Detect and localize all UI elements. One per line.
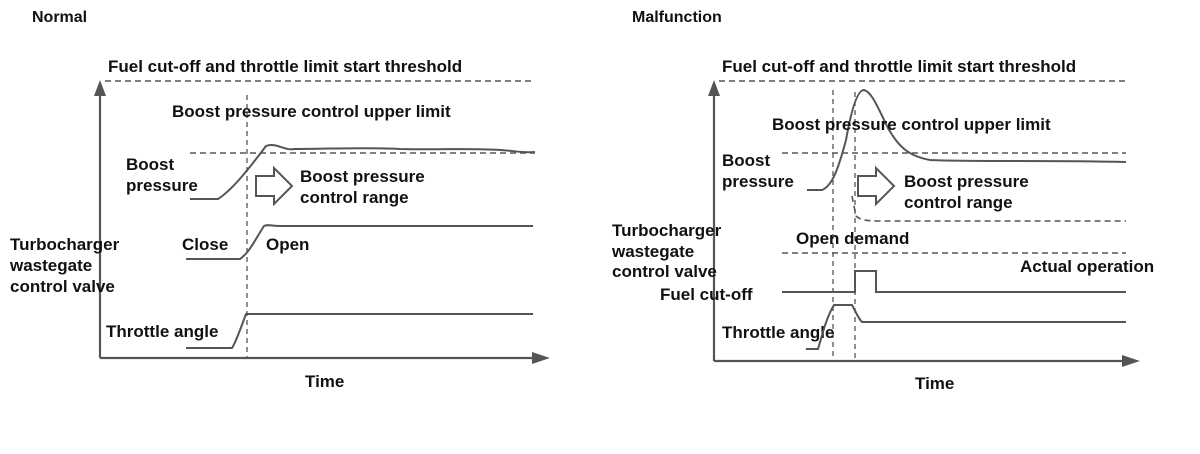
malfunction-threshold-label: Fuel cut-off and throttle limit start th… <box>722 57 1076 76</box>
normal-boost-label-2: pressure <box>126 176 198 195</box>
malfunction-range-lower-line <box>851 195 1126 222</box>
normal-range-label-1: Boost pressure <box>300 167 425 186</box>
malfunction-x-arrow <box>1122 355 1140 367</box>
normal-throttle-label: Throttle angle <box>106 322 218 341</box>
malfunction-valve-label-1: Turbocharger <box>612 221 722 240</box>
normal-valve-curve <box>186 224 533 260</box>
normal-panel: Normal Fuel cut-off and throttle limit s… <box>9 9 550 391</box>
normal-upper-limit-label: Boost pressure control upper limit <box>172 102 451 121</box>
malfunction-boost-label-1: Boost <box>722 151 771 170</box>
malfunction-fuel-cut-curve <box>782 270 1126 293</box>
malfunction-boost-label-2: pressure <box>722 172 794 191</box>
malfunction-boost-curve <box>807 88 1127 191</box>
malfunction-throttle-curve <box>806 304 1126 350</box>
normal-range-label-2: control range <box>300 188 409 207</box>
normal-valve-label-1: Turbocharger <box>10 235 120 254</box>
malfunction-range-label-2: control range <box>904 193 1013 212</box>
malfunction-actual-label: Actual operation <box>1020 257 1154 276</box>
normal-throttle-curve <box>186 313 533 349</box>
normal-boost-curve <box>190 144 536 200</box>
malfunction-upper-limit-label: Boost pressure control upper limit <box>772 115 1051 134</box>
normal-time-label: Time <box>305 372 344 391</box>
normal-threshold-label: Fuel cut-off and throttle limit start th… <box>108 57 462 76</box>
malfunction-valve-label-3: control valve <box>612 262 717 281</box>
malfunction-y-arrow <box>708 80 720 96</box>
normal-valve-label-2: wastegate <box>9 256 92 275</box>
normal-close-label: Close <box>182 235 228 254</box>
normal-open-label: Open <box>266 235 309 254</box>
malfunction-throttle-label: Throttle angle <box>722 323 834 342</box>
malfunction-valve-label-2: wastegate <box>611 242 694 261</box>
normal-title: Normal <box>32 9 87 26</box>
normal-boost-label-1: Boost <box>126 155 175 174</box>
malfunction-time-label: Time <box>915 374 954 393</box>
malfunction-panel: Malfunction Fuel cut-off and throttle li… <box>611 9 1154 393</box>
normal-y-arrow <box>94 80 106 96</box>
malfunction-range-arrow-icon <box>857 165 896 207</box>
malfunction-range-label-1: Boost pressure <box>904 172 1029 191</box>
malfunction-fuel-cut-label: Fuel cut-off <box>660 285 753 304</box>
malfunction-title: Malfunction <box>632 9 722 26</box>
normal-x-arrow <box>532 352 550 364</box>
normal-range-arrow-icon <box>255 165 294 207</box>
malfunction-open-demand-label: Open demand <box>796 229 909 248</box>
normal-valve-label-3: control valve <box>10 277 115 296</box>
